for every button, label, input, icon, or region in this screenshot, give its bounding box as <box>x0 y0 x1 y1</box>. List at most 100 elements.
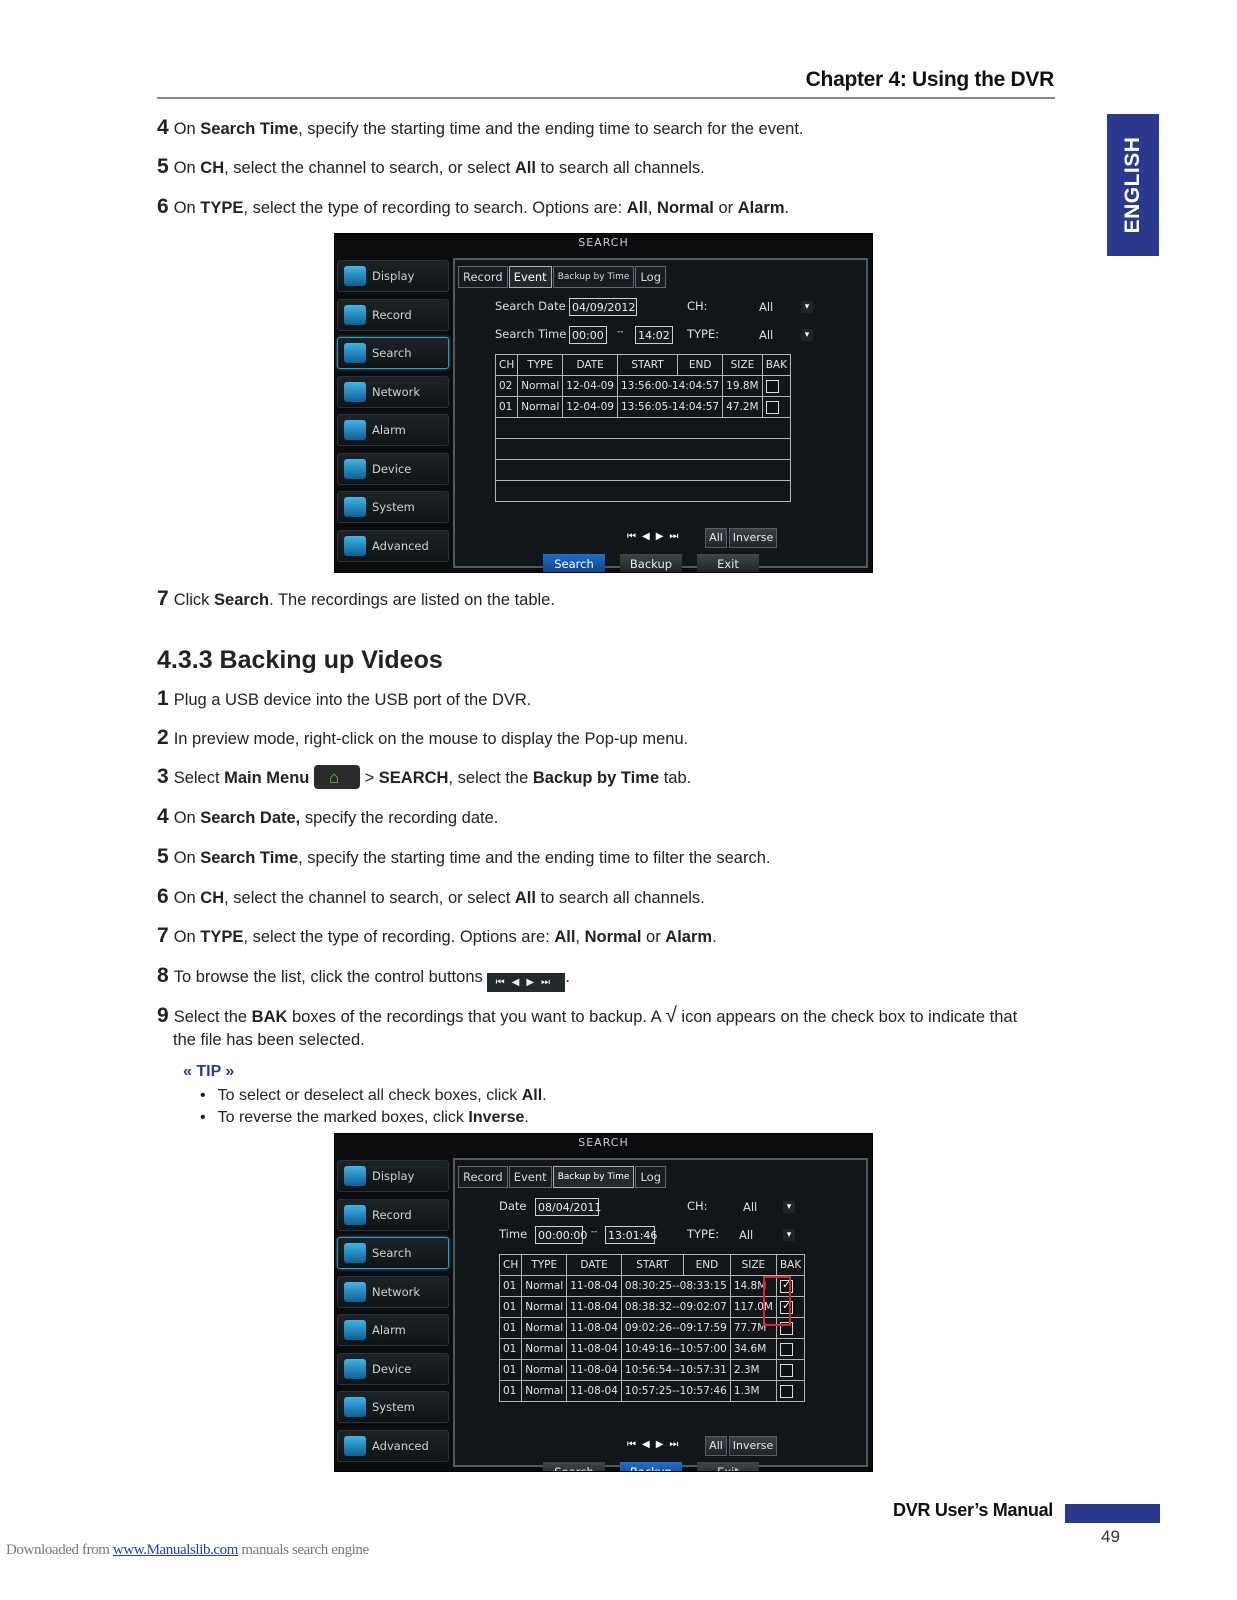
time-end-field[interactable]: 13:01:46 <box>605 1226 657 1244</box>
device-icon <box>344 458 366 479</box>
date-field[interactable]: 08/04/2011 <box>535 1198 601 1216</box>
step-number: 5 <box>157 845 169 868</box>
tab-record[interactable]: Record <box>458 266 508 288</box>
type-dropdown-chevron-icon[interactable]: ▾ <box>783 1229 795 1241</box>
tab-record[interactable]: Record <box>458 1166 508 1188</box>
sidebar-item-network[interactable]: Network <box>337 375 449 408</box>
cell-date: 12-04-09 <box>562 375 618 397</box>
sidebar-item-advanced[interactable]: Advanced <box>337 1429 449 1462</box>
cell-bak[interactable] <box>775 1338 806 1360</box>
cell-bak[interactable] <box>761 396 792 418</box>
tab-log[interactable]: Log <box>635 266 667 288</box>
exit-button[interactable]: Exit <box>697 554 759 572</box>
sidebar-item-search[interactable]: Search <box>337 337 449 369</box>
cell-bak[interactable] <box>775 1380 806 1402</box>
download-note: Downloaded from www.Manualslib.com manua… <box>6 1542 369 1559</box>
cell-time-range: 08:30:25--08:33:15 <box>620 1275 731 1297</box>
all-button[interactable]: All <box>705 528 727 548</box>
type-dropdown-chevron-icon[interactable]: ▾ <box>801 329 813 341</box>
bak-checkbox[interactable] <box>779 1342 793 1356</box>
page-navigation-icons[interactable]: ⏮◀▶⏭ <box>627 1439 685 1450</box>
cell-ch: 01 <box>498 1359 523 1381</box>
tab-backup-by-time[interactable]: Backup by Time <box>552 266 635 288</box>
type-value[interactable]: All <box>759 328 774 342</box>
exit-button[interactable]: Exit <box>697 1462 759 1471</box>
cell-bak[interactable] <box>775 1359 806 1381</box>
network-icon <box>344 1281 366 1302</box>
manualslib-link[interactable]: www.Manualslib.com <box>112 1542 239 1558</box>
sidebar-item-device[interactable]: Device <box>337 1352 449 1385</box>
backup-button[interactable]: Backup <box>620 1462 682 1471</box>
ch-dropdown-chevron-icon[interactable]: ▾ <box>783 1201 795 1213</box>
bak-checkbox[interactable] <box>779 1384 793 1398</box>
sidebar-item-label: Display <box>372 269 415 283</box>
cell-type: Normal <box>521 1380 568 1402</box>
sidebar-item-search[interactable]: Search <box>337 1237 449 1269</box>
sidebar-item-record[interactable]: Record <box>337 298 449 331</box>
column-header-end: END <box>677 354 724 376</box>
tab-log[interactable]: Log <box>635 1166 667 1188</box>
sidebar-item-advanced[interactable]: Advanced <box>337 529 449 562</box>
bak-checkbox[interactable] <box>765 400 779 414</box>
bak-checkbox[interactable] <box>765 379 779 393</box>
sidebar-item-network[interactable]: Network <box>337 1275 449 1308</box>
date-label: Search Date <box>495 299 566 313</box>
step-text: In preview mode, right-click on the mous… <box>173 730 689 748</box>
column-header-type: TYPE <box>517 354 564 376</box>
inverse-button[interactable]: Inverse <box>729 528 777 548</box>
type-value[interactable]: All <box>739 1228 754 1242</box>
ch-dropdown-chevron-icon[interactable]: ▾ <box>801 301 813 313</box>
sidebar-item-alarm[interactable]: Alarm <box>337 414 449 446</box>
date-field[interactable]: 04/09/2012 <box>569 298 637 316</box>
dialog-title: SEARCH <box>578 1136 629 1149</box>
empty-row <box>495 459 791 481</box>
time-end-field[interactable]: 14:02 <box>635 326 673 344</box>
cell-type: Normal <box>517 375 564 397</box>
cell-date: 12-04-09 <box>562 396 618 418</box>
time-start-field[interactable]: 00:00 <box>569 326 607 344</box>
display-icon <box>344 1166 366 1186</box>
cell-ch: 01 <box>498 1296 523 1318</box>
main-menu-home-icon <box>313 765 360 789</box>
tab-backup-by-time[interactable]: Backup by Time <box>552 1166 635 1188</box>
time-start-field[interactable]: 00:00:00 <box>535 1226 587 1244</box>
sidebar-item-device[interactable]: Device <box>337 452 449 485</box>
sidebar-item-alarm[interactable]: Alarm <box>337 1314 449 1346</box>
all-button[interactable]: All <box>705 1436 727 1456</box>
download-suffix: manuals search engine <box>238 1542 369 1558</box>
bak-checkbox[interactable] <box>779 1363 793 1377</box>
sidebar-item-display[interactable]: Display <box>337 260 449 292</box>
sidebar-item-system[interactable]: System <box>337 491 449 523</box>
search-button[interactable]: Search <box>543 1462 605 1471</box>
backup-button[interactable]: Backup <box>620 554 682 572</box>
sidebar-item-record[interactable]: Record <box>337 1198 449 1231</box>
selected-checkbox-highlight <box>763 1276 791 1326</box>
tab-event[interactable]: Event <box>508 1166 552 1188</box>
sidebar-item-system[interactable]: System <box>337 1391 449 1423</box>
sidebar-item-display[interactable]: Display <box>337 1160 449 1192</box>
cell-ch: 01 <box>498 1317 523 1339</box>
page-navigation-icons[interactable]: ⏮◀▶⏭ <box>627 531 685 542</box>
cell-bak[interactable] <box>761 375 792 397</box>
tab-event[interactable]: Event <box>508 266 552 288</box>
inverse-button[interactable]: Inverse <box>729 1436 777 1456</box>
ch-label: CH: <box>687 299 708 313</box>
ch-value[interactable]: All <box>743 1200 758 1214</box>
step-number: 5 <box>157 155 169 178</box>
ch-value[interactable]: All <box>759 300 774 314</box>
search-button[interactable]: Search <box>543 554 605 572</box>
cell-type: Normal <box>521 1338 568 1360</box>
